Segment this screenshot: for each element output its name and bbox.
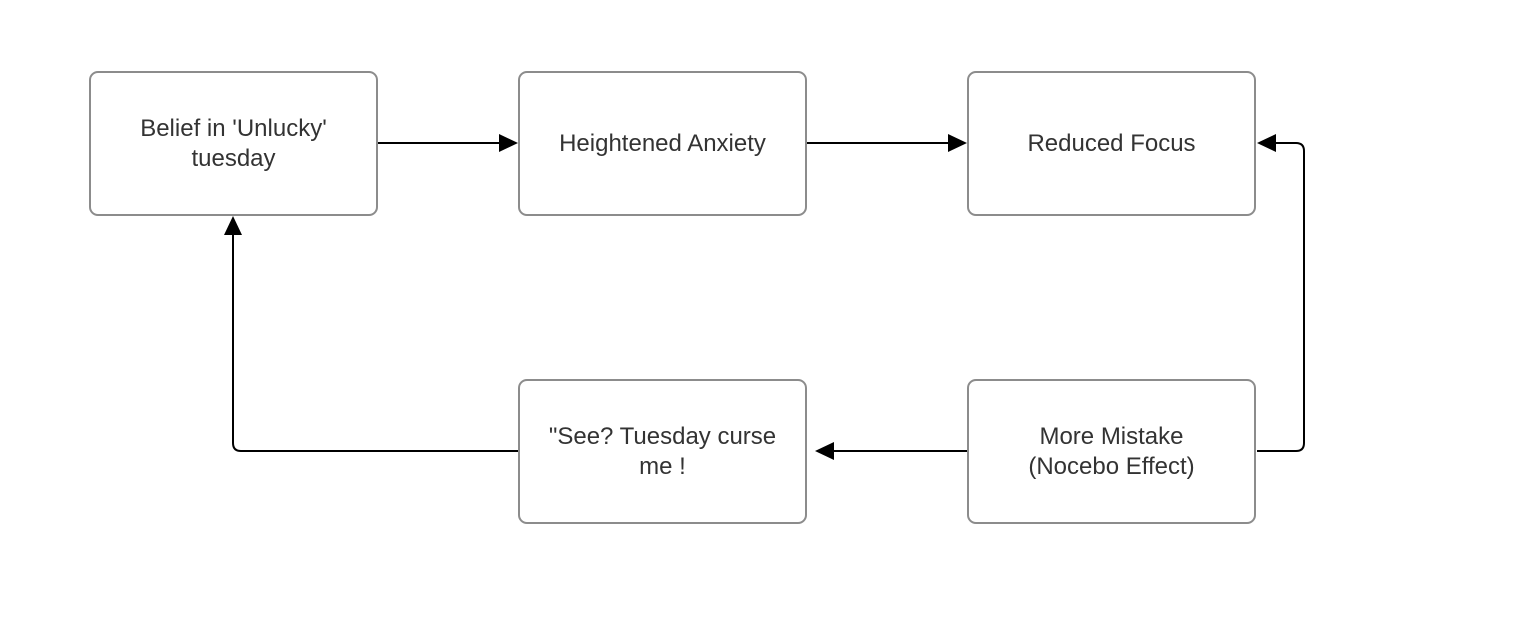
node-heightened-anxiety: Heightened Anxiety <box>518 71 807 216</box>
node-mistake-label: More Mistake (Nocebo Effect) <box>1028 422 1195 480</box>
node-anxiety-label: Heightened Anxiety <box>559 129 766 157</box>
edge-anxiety-to-focus <box>807 134 967 152</box>
node-focus-label: Reduced Focus <box>1027 129 1196 157</box>
node-see-label: "See? Tuesday curse me ! <box>548 422 777 480</box>
edge-belief-to-anxiety <box>378 134 518 152</box>
edge-mistake-to-see <box>815 442 967 460</box>
node-belief-unlucky-tuesday: Belief in 'Unlucky' tuesday <box>89 71 378 216</box>
edge-mistake-to-focus <box>1257 134 1305 452</box>
node-more-mistake: More Mistake (Nocebo Effect) <box>967 379 1256 524</box>
node-reduced-focus: Reduced Focus <box>967 71 1256 216</box>
node-see-tuesday-curse: "See? Tuesday curse me ! <box>518 379 807 524</box>
edge-see-to-belief <box>224 216 518 452</box>
node-belief-label: Belief in 'Unlucky' tuesday <box>140 114 327 172</box>
